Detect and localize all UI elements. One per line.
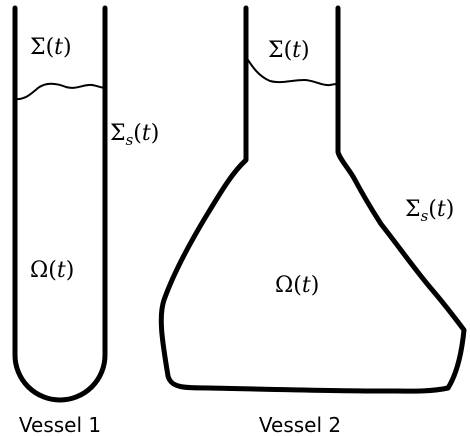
vessel-1-wall [12,5,108,403]
vessel-1-solid-surface-label: Σs(t) [110,121,159,149]
vessel-2-wall [158,5,467,394]
vessel-1: Σ(t) Σs(t) Ω(t) Vessel 1 [12,5,159,436]
vessel-2-free-surface-label: Σ(t) [268,38,310,63]
vessel-1-domain-label: Ω(t) [30,258,74,283]
vessel-1-free-surface-line [14,82,106,101]
vessel-2-free-surface-line [245,56,339,87]
vessel-1-caption: Vessel 1 [19,413,101,436]
vessel-2: Σ(t) Σs(t) Ω(t) Vessel 2 [158,5,467,436]
vessel-2-solid-surface-label: Σs(t) [405,197,454,225]
vessel-2-caption: Vessel 2 [259,413,341,436]
vessel-1-free-surface-label: Σ(t) [30,35,72,60]
vessel-2-domain-label: Ω(t) [275,273,319,298]
